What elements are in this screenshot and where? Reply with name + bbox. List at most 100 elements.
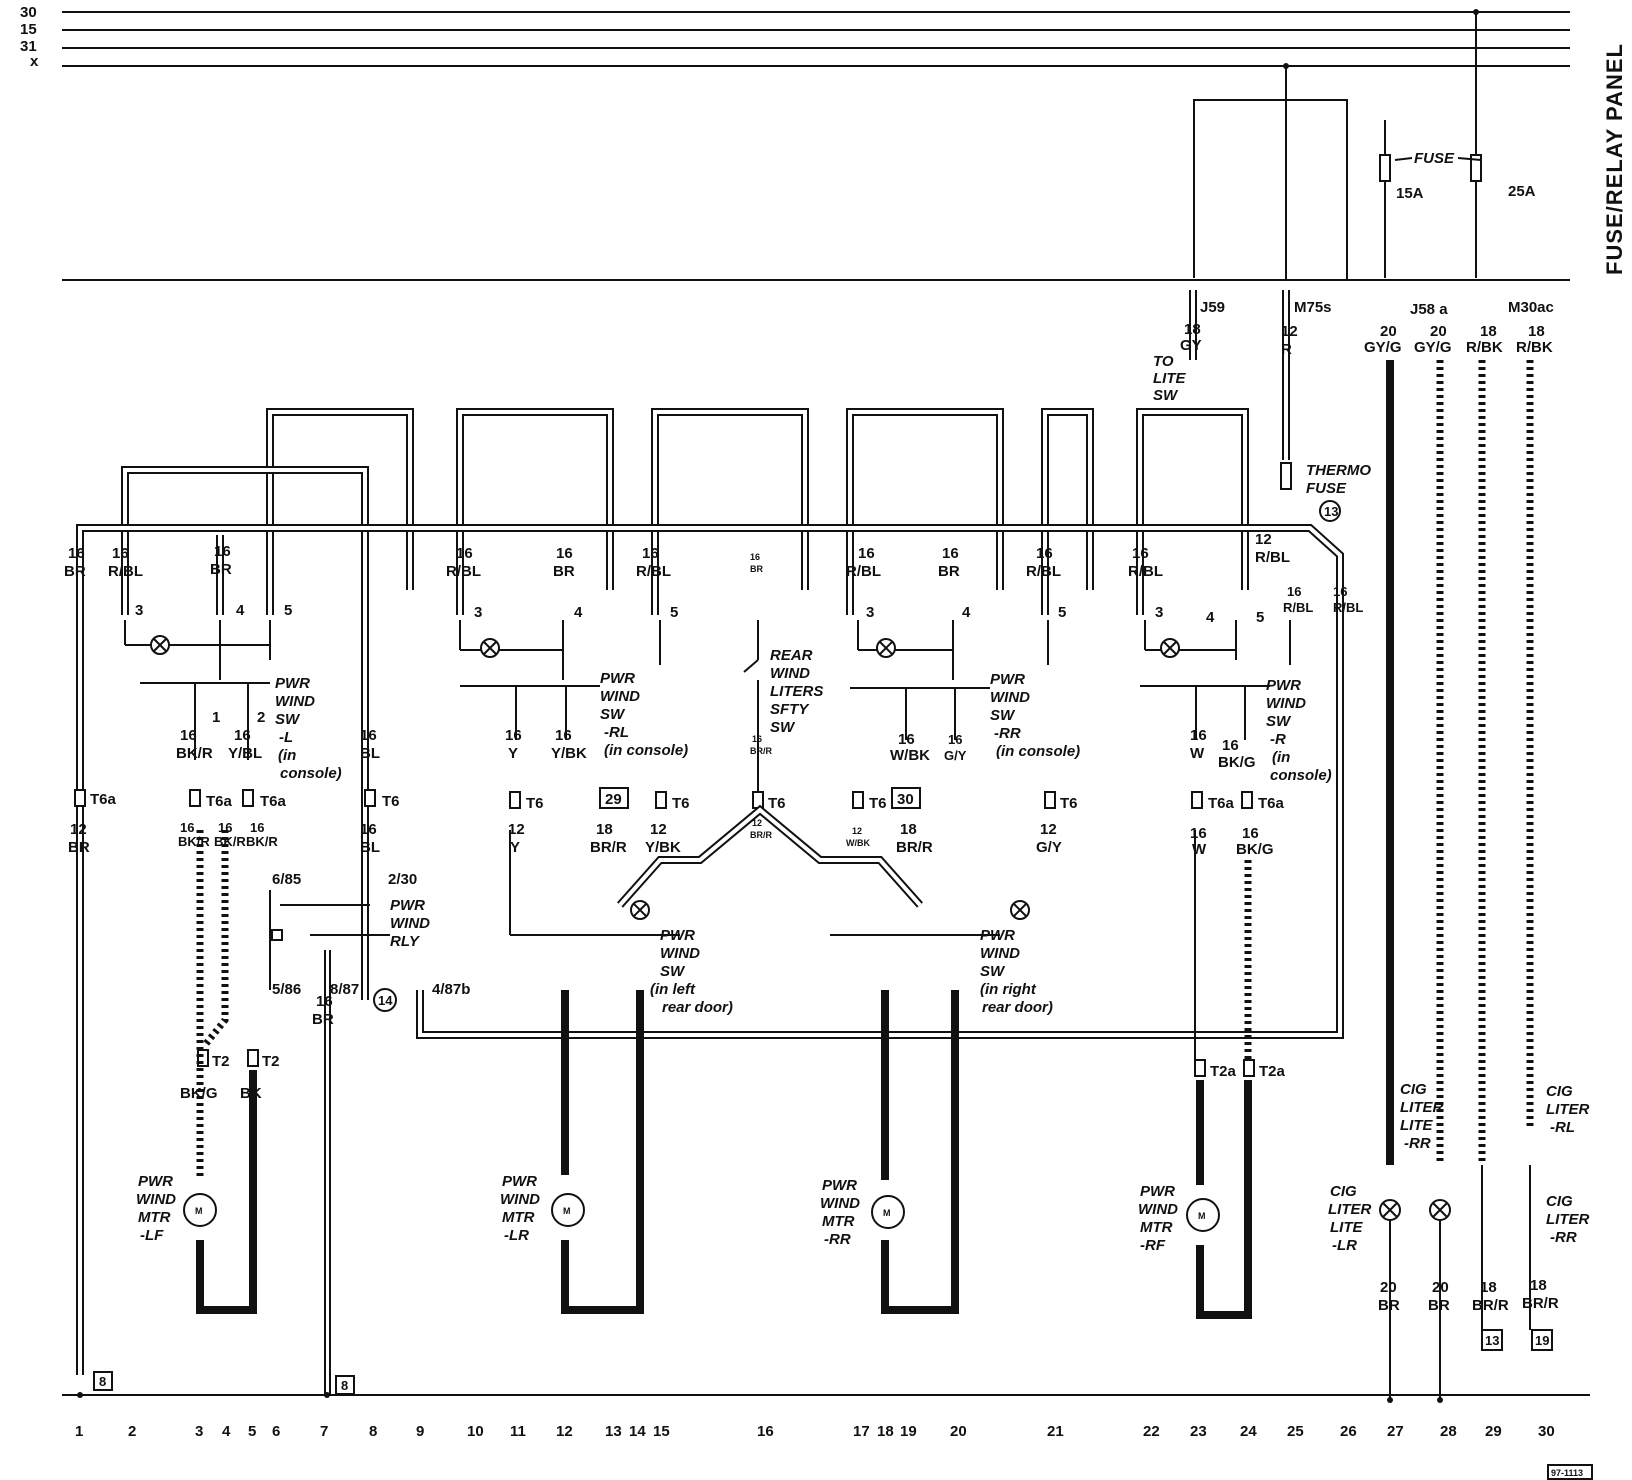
grid-number: 25 [1287, 1423, 1304, 1440]
svg-text:BR/R: BR/R [590, 839, 627, 856]
grid-number: 17 [853, 1423, 870, 1440]
svg-text:4: 4 [962, 604, 971, 621]
motor-rr: M PWR WIND MTR -RR [820, 1177, 905, 1248]
svg-text:rear door): rear door) [982, 999, 1053, 1016]
svg-text:8: 8 [99, 1374, 106, 1389]
svg-text:5: 5 [1256, 609, 1264, 626]
svg-text:-LR: -LR [1332, 1237, 1357, 1254]
svg-text:R/BL: R/BL [1283, 600, 1313, 615]
svg-text:12: 12 [852, 826, 862, 836]
svg-text:PWR: PWR [990, 671, 1025, 688]
svg-text:18: 18 [900, 821, 917, 838]
svg-text:R/BK: R/BK [1466, 339, 1503, 356]
svg-text:BR/R: BR/R [1472, 1297, 1509, 1314]
svg-text:Y/BL: Y/BL [228, 745, 262, 762]
svg-text:5/86: 5/86 [272, 981, 301, 998]
svg-text:SW: SW [1153, 387, 1179, 404]
svg-text:13: 13 [1324, 504, 1338, 519]
svg-text:16: 16 [752, 734, 762, 744]
svg-text:5: 5 [1058, 604, 1066, 621]
svg-text:T6: T6 [1060, 795, 1078, 812]
motor-rf: M PWR WIND MTR -RF [1138, 1183, 1220, 1254]
svg-text:SW: SW [600, 706, 626, 723]
svg-text:-LR: -LR [504, 1227, 529, 1244]
svg-text:M: M [1198, 1211, 1206, 1221]
svg-text:16: 16 [360, 821, 377, 838]
grid-number: 12 [556, 1423, 573, 1440]
svg-text:GY: GY [1180, 337, 1202, 354]
svg-text:MTR: MTR [1140, 1219, 1173, 1236]
svg-text:-R: -R [1270, 731, 1286, 748]
svg-text:BR: BR [312, 1011, 334, 1028]
switch-rear-safety: REAR WIND LITERS SFTY SW [743, 620, 823, 800]
grid-number: 15 [653, 1423, 670, 1440]
svg-text:16: 16 [1132, 545, 1149, 562]
svg-text:20: 20 [1380, 323, 1397, 340]
svg-text:T6a: T6a [90, 791, 117, 808]
svg-text:LITE: LITE [1400, 1117, 1433, 1134]
svg-text:T6: T6 [526, 795, 544, 812]
svg-text:(in left: (in left [650, 981, 696, 998]
svg-text:T6a: T6a [260, 793, 287, 810]
svg-text:SW: SW [980, 963, 1006, 980]
svg-text:WIND: WIND [660, 945, 700, 962]
grid-number: 19 [900, 1423, 917, 1440]
svg-text:CIG: CIG [1546, 1193, 1573, 1210]
grid-number: 27 [1387, 1423, 1404, 1440]
svg-text:M: M [883, 1208, 891, 1218]
svg-text:(in console): (in console) [996, 743, 1080, 760]
svg-text:BL: BL [360, 745, 380, 762]
svg-text:WIND: WIND [390, 915, 430, 932]
svg-text:R/BL: R/BL [446, 563, 481, 580]
fuse-15a [1379, 154, 1391, 182]
switch-rl: 3 4 5 PWR WIND SW -RL (in console) [459, 604, 688, 759]
svg-text:(in: (in [278, 747, 296, 764]
svg-text:T2: T2 [212, 1053, 230, 1070]
svg-text:16: 16 [942, 545, 959, 562]
svg-text:PWR: PWR [138, 1173, 173, 1190]
svg-text:M: M [195, 1206, 203, 1216]
svg-text:4: 4 [574, 604, 583, 621]
svg-text:PWR: PWR [502, 1173, 537, 1190]
svg-text:R/BL: R/BL [1128, 563, 1163, 580]
svg-text:BR/R: BR/R [750, 830, 772, 840]
svg-text:-RR: -RR [994, 725, 1021, 742]
svg-text:-LF: -LF [140, 1227, 164, 1244]
svg-text:rear door): rear door) [662, 999, 733, 1016]
svg-text:THERMO: THERMO [1306, 462, 1371, 479]
svg-text:Y/BK: Y/BK [551, 745, 587, 762]
svg-text:16: 16 [505, 727, 522, 744]
svg-text:16: 16 [214, 543, 231, 560]
svg-text:18: 18 [596, 821, 613, 838]
connectors: T6a T6a T6a T6 T6 T6 T6 T6 T6 T6a T6a T2… [74, 789, 1286, 1080]
svg-text:18: 18 [1480, 1279, 1497, 1296]
svg-text:12: 12 [650, 821, 667, 838]
grid-number: 11 [510, 1423, 526, 1440]
svg-text:T6a: T6a [206, 793, 233, 810]
svg-text:BR/R: BR/R [1522, 1295, 1559, 1312]
svg-text:BR: BR [750, 564, 763, 574]
svg-text:18: 18 [1480, 323, 1497, 340]
svg-text:13: 13 [1485, 1333, 1499, 1348]
grid-number: 2 [128, 1423, 136, 1440]
svg-text:2: 2 [257, 709, 265, 726]
svg-text:12: 12 [508, 821, 525, 838]
svg-text:16: 16 [555, 727, 572, 744]
svg-text:TO: TO [1153, 353, 1174, 370]
cig-lighter-group: CIG LITER LITE -LR CIG LITER LITE -RR CI… [1328, 1081, 1589, 1400]
svg-text:18: 18 [1530, 1277, 1547, 1294]
svg-text:(in: (in [1272, 749, 1290, 766]
grid-number: 20 [950, 1423, 967, 1440]
svg-text:PWR: PWR [390, 897, 425, 914]
svg-text:PWR: PWR [275, 675, 310, 692]
grid-number: 26 [1340, 1423, 1357, 1440]
svg-text:4/87b: 4/87b [432, 981, 470, 998]
svg-text:16: 16 [1036, 545, 1053, 562]
svg-text:SW: SW [660, 963, 686, 980]
grid-number: 1 [75, 1423, 83, 1440]
svg-text:16: 16 [112, 545, 129, 562]
svg-text:PWR: PWR [822, 1177, 857, 1194]
svg-text:16: 16 [180, 820, 194, 835]
bus-label-15: 15 [20, 21, 37, 38]
